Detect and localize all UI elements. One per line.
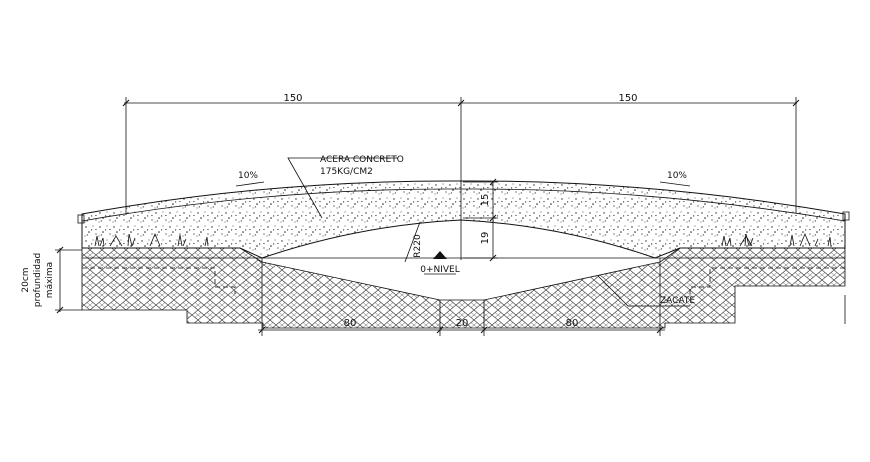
depth-line1: 20cm	[21, 267, 31, 292]
depth-line3: máxima	[45, 262, 55, 298]
dim-left-span: 150	[283, 93, 302, 104]
grass-callout: ZACATE	[597, 275, 695, 307]
level-label: 0+NIVEL	[420, 265, 460, 275]
top-dimension: 150 150	[122, 93, 800, 215]
radius-marker: R220	[404, 221, 423, 263]
bottom-dimensions: 80 20 80	[258, 258, 665, 336]
slope-labels: 10% 10%	[235, 171, 691, 187]
grass-label: ZACATE	[660, 296, 695, 306]
material-line1: ACERA CONCRETO	[320, 155, 404, 165]
concrete-slab	[77, 180, 850, 259]
material-callout: ACERA CONCRETO 175KG/CM2	[287, 155, 404, 219]
radius-label: R220	[413, 234, 423, 258]
dim-bottom-left: 80	[344, 318, 357, 329]
level-marker: 0+NIVEL	[420, 251, 460, 275]
depth-dimension: 20cm profundidad máxima	[21, 246, 82, 314]
grass-tufts	[94, 232, 832, 247]
dim-height: 19	[480, 232, 491, 245]
dim-right-span: 150	[618, 93, 637, 104]
dim-bottom-center: 20	[456, 318, 469, 329]
soil-layers	[81, 247, 846, 329]
material-line2: 175KG/CM2	[320, 167, 373, 177]
slope-left-label: 10%	[238, 171, 258, 181]
slope-right-label: 10%	[667, 171, 687, 181]
center-dimensions: 15 19	[460, 178, 498, 262]
level-triangle-icon	[433, 251, 447, 259]
dim-bottom-right: 80	[566, 318, 579, 329]
dim-thickness: 15	[480, 194, 491, 207]
depth-line2: profundidad	[33, 253, 43, 307]
